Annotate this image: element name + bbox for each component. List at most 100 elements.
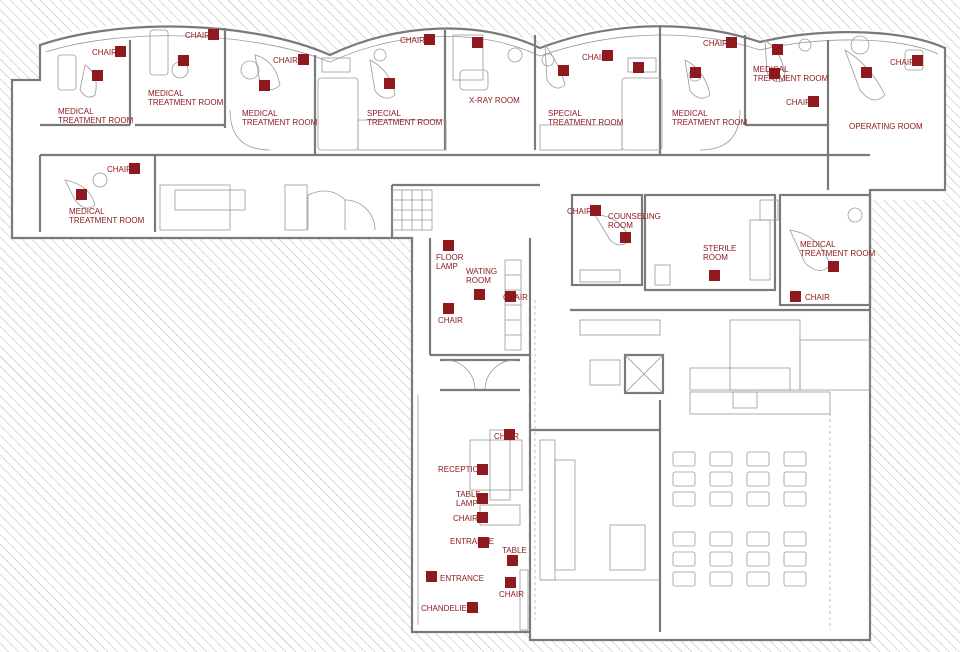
room-label-counseling: COUNSELING <box>608 212 661 221</box>
room-label-medical-1-sub: TREATMENT ROOM <box>58 116 134 125</box>
marker-square <box>443 240 454 251</box>
dining-table <box>672 571 696 587</box>
marker-square <box>772 44 783 55</box>
top-partitions <box>38 25 870 232</box>
marker-square <box>709 270 720 281</box>
marker-square <box>477 512 488 523</box>
dining-table <box>746 491 770 507</box>
item-label-chair-13: CHAIR <box>438 316 463 325</box>
dining-table <box>709 551 733 567</box>
marker-square <box>505 291 516 302</box>
marker-square <box>384 78 395 89</box>
room-label-special-1: SPECIAL <box>367 109 401 118</box>
item-markers <box>76 29 923 613</box>
room-label-medical-3: MEDICAL <box>242 109 278 118</box>
dining-table <box>746 471 770 487</box>
marker-square <box>633 62 644 73</box>
marker-square <box>443 303 454 314</box>
room-label-medical-2-sub: TREATMENT ROOM <box>148 98 224 107</box>
marker-square <box>426 571 437 582</box>
dining-table <box>709 491 733 507</box>
item-label-chandelier: CHANDELIER <box>421 604 473 613</box>
item-label-chair-15: CHAIR <box>453 514 478 523</box>
item-label-floor-lamp-sub: LAMP <box>436 262 458 271</box>
room-label-medical-4-sub: TREATMENT ROOM <box>672 118 748 127</box>
item-labels: CHAIR CHAIR CHAIR CHAIR CHAIR CHAIR CHAI… <box>92 31 915 613</box>
marker-square <box>115 46 126 57</box>
item-label-chair-14: CHAIR <box>494 432 519 441</box>
room-label-medical-5-sub: TREATMENT ROOM <box>753 74 829 83</box>
dining-table <box>746 451 770 467</box>
dining-table <box>672 471 696 487</box>
dining-table <box>672 531 696 547</box>
room-label-medical-6: MEDICAL <box>69 207 105 216</box>
room-label-medical-1: MEDICAL <box>58 107 94 116</box>
marker-square <box>808 96 819 107</box>
item-label-chair-6: CHAIR <box>703 39 728 48</box>
room-label-medical-6-sub: TREATMENT ROOM <box>69 216 145 225</box>
item-label-entrance-2: ENTRANCE <box>440 574 484 583</box>
dining-table <box>672 491 696 507</box>
dining-table <box>783 471 807 487</box>
dining-table <box>709 471 733 487</box>
room-label-medical-2: MEDICAL <box>148 89 184 98</box>
marker-square <box>912 55 923 66</box>
west-wing <box>159 184 376 231</box>
item-label-chair-16: CHAIR <box>499 590 524 599</box>
marker-square <box>861 67 872 78</box>
dining-table <box>783 571 807 587</box>
dining-grid <box>672 451 807 587</box>
room-label-special-2: SPECIAL <box>548 109 582 118</box>
item-label-chair-4: CHAIR <box>400 36 425 45</box>
marker-square <box>504 429 515 440</box>
marker-square <box>590 205 601 216</box>
item-label-chair-2: CHAIR <box>185 31 210 40</box>
marker-square <box>259 80 270 91</box>
dining-table <box>709 451 733 467</box>
marker-square <box>129 163 140 174</box>
item-label-floor-lamp: FLOOR <box>436 253 464 262</box>
room-label-special-1-sub: TREATMENT ROOM <box>367 118 443 127</box>
marker-square <box>769 68 780 79</box>
item-label-chair-9: CHAIR <box>107 165 132 174</box>
item-label-chair-10: CHAIR <box>567 207 592 216</box>
dining-table <box>746 551 770 567</box>
east-core <box>530 193 872 632</box>
marker-square <box>726 37 737 48</box>
item-label-entrance-1: ENTRANCE <box>450 537 494 546</box>
dining-table <box>672 551 696 567</box>
room-label-medical-3-sub: TREATMENT ROOM <box>242 118 318 127</box>
marker-square <box>92 70 103 81</box>
marker-square <box>602 50 613 61</box>
item-label-chair-7: CHAIR <box>786 98 811 107</box>
dining-table <box>709 531 733 547</box>
corridor-bays <box>229 77 741 151</box>
room-label-medical-5: MEDICAL <box>753 65 789 74</box>
marker-square <box>208 29 219 40</box>
item-label-chair-3: CHAIR <box>273 56 298 65</box>
item-label-chair-5: CHAIR <box>582 53 607 62</box>
marker-square <box>474 289 485 300</box>
item-label-chair-12: CHAIR <box>503 293 528 302</box>
central-corridor <box>390 183 540 632</box>
marker-square <box>558 65 569 76</box>
room-label-operating: OPERATING ROOM <box>849 122 923 131</box>
dental-chairs <box>57 29 924 271</box>
marker-square <box>690 67 701 78</box>
reception-area <box>417 395 529 631</box>
room-labels: MEDICAL TREATMENT ROOM MEDICAL TREATMENT… <box>58 65 923 285</box>
marker-square <box>505 577 516 588</box>
marker-square <box>478 537 489 548</box>
room-label-waiting-sub: ROOM <box>466 276 491 285</box>
marker-square <box>298 54 309 65</box>
marker-square <box>178 55 189 66</box>
item-label-table-lamp-sub: LAMP <box>456 499 478 508</box>
room-label-medical-7-sub: TREATMENT ROOM <box>800 249 876 258</box>
room-label-sterile-sub: ROOM <box>703 253 728 262</box>
item-label-chair-1: CHAIR <box>92 48 117 57</box>
marker-square <box>424 34 435 45</box>
dining-table <box>783 551 807 567</box>
item-label-chair-11: CHAIR <box>805 293 830 302</box>
